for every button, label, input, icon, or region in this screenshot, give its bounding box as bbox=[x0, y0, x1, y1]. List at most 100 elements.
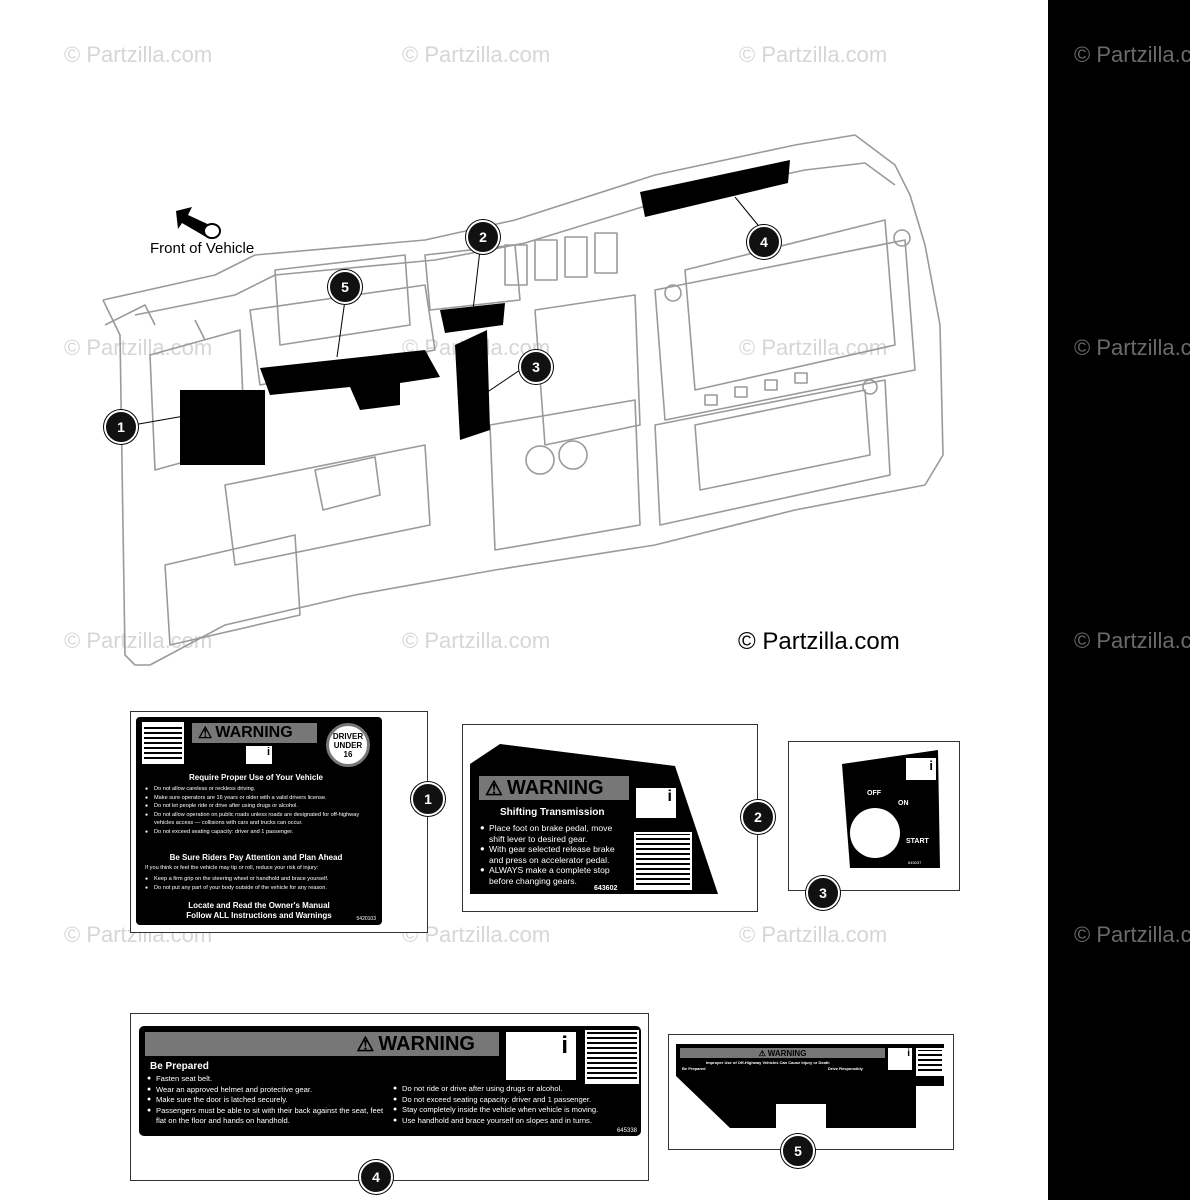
badge-line: UNDER bbox=[333, 741, 363, 750]
part-number: 645037 bbox=[908, 860, 922, 865]
decal-5-shape bbox=[260, 350, 440, 410]
list-item: Do not allow careless or reckless drivin… bbox=[145, 785, 373, 794]
label-5-left-title: Be Prepared bbox=[682, 1066, 706, 1071]
list-item: Make sure operators are 16 years or olde… bbox=[145, 794, 373, 803]
warning-triangle-icon: ⚠ bbox=[356, 1033, 375, 1056]
warning-text: WARNING bbox=[767, 1048, 807, 1058]
callout-5[interactable]: 5 bbox=[328, 270, 362, 304]
label-1-heading-2: Be Sure Riders Pay Attention and Plan Ah… bbox=[169, 853, 343, 862]
part-number: 643602 bbox=[594, 885, 618, 892]
label-4-bullets-left: Fasten seat belt. Wear an approved helme… bbox=[147, 1074, 387, 1127]
qr-code-icon bbox=[585, 1030, 639, 1084]
label-1-bullets: Do not allow careless or reckless drivin… bbox=[145, 785, 373, 836]
label-2-decal: ⚠WARNING i Shifting Transmission Place f… bbox=[470, 742, 722, 902]
badge-line: DRIVER bbox=[332, 732, 364, 741]
warning-text: WARNING bbox=[506, 776, 604, 799]
watermark: © Partzilla.com bbox=[1074, 922, 1190, 947]
label-5-decal: ⚠WARNING i Improper Use of Off-Highway V… bbox=[676, 1044, 944, 1132]
callout-4[interactable]: 4 bbox=[359, 1160, 393, 1194]
manual-icon: i bbox=[246, 746, 272, 764]
list-item: Do not allow operation on public roads u… bbox=[145, 811, 373, 828]
list-item: Do not let people ride or drive after us… bbox=[145, 802, 373, 811]
list-item: With gear selected release brake and pre… bbox=[480, 844, 630, 865]
label-1-footer: Locate and Read the Owner's Manual Follo… bbox=[136, 901, 382, 921]
part-number: 5420103 bbox=[356, 916, 376, 922]
side-band: © Partzilla.com © Partzilla.com © Partzi… bbox=[1048, 0, 1190, 1200]
callout-3[interactable]: 3 bbox=[519, 350, 553, 384]
watermark: © Partzilla.com bbox=[402, 628, 551, 653]
label-4-heading: Be Prepared bbox=[150, 1061, 209, 1072]
warning-triangle-icon: ⚠ bbox=[485, 777, 503, 800]
list-item: Keep a firm grip on the steering wheel o… bbox=[145, 875, 373, 884]
warning-banner: ⚠WARNING bbox=[479, 776, 629, 800]
label-4-decal: ⚠WARNING i Be Prepared Fasten seat belt.… bbox=[139, 1026, 641, 1136]
warning-text: WARNING bbox=[215, 724, 293, 741]
list-item: Do not ride or drive after using drugs o… bbox=[393, 1084, 633, 1095]
label-2-bullets: Place foot on brake pedal, move shift le… bbox=[480, 823, 630, 886]
footer-line: Follow ALL Instructions and Warnings bbox=[186, 911, 332, 920]
warning-banner: ⚠WARNING bbox=[680, 1048, 885, 1058]
qr-code-icon bbox=[916, 1048, 944, 1076]
list-item: Passengers must be able to sit with thei… bbox=[147, 1106, 387, 1127]
part-number: 645338 bbox=[616, 1128, 637, 1134]
list-item: Place foot on brake pedal, move shift le… bbox=[480, 823, 630, 844]
ignition-off-label: OFF bbox=[867, 790, 881, 797]
badge-line: 16 bbox=[343, 750, 353, 759]
qr-code-icon bbox=[634, 832, 692, 890]
label-1-bullets-2: Keep a firm grip on the steering wheel o… bbox=[145, 875, 373, 892]
decal-2-shape bbox=[440, 303, 505, 333]
watermark: © Partzilla.com bbox=[1074, 335, 1190, 360]
warning-triangle-icon: ⚠ bbox=[758, 1048, 766, 1058]
callout-2[interactable]: 2 bbox=[741, 800, 775, 834]
label-5-shape bbox=[676, 1044, 944, 1128]
manual-icon: i bbox=[888, 1048, 912, 1070]
warning-banner: ⚠WARNING bbox=[145, 1032, 499, 1056]
warning-triangle-icon: ⚠ bbox=[198, 725, 213, 742]
decal-1-shape bbox=[180, 390, 265, 465]
warning-banner: ⚠WARNING bbox=[192, 723, 317, 743]
callout-1[interactable]: 1 bbox=[411, 782, 445, 816]
front-of-vehicle-label: Front of Vehicle bbox=[150, 240, 255, 257]
decal-3-shape bbox=[455, 330, 490, 440]
list-item: Do not exceed seating capacity: driver a… bbox=[393, 1095, 633, 1106]
ignition-start-label: START bbox=[906, 838, 929, 845]
ignition-key-slot bbox=[850, 808, 900, 858]
watermark: © Partzilla.com bbox=[1074, 628, 1190, 653]
watermark: © Partzilla.com bbox=[1074, 42, 1190, 67]
watermark: © Partzilla.com bbox=[64, 42, 213, 67]
callout-5[interactable]: 5 bbox=[781, 1134, 815, 1168]
driver-age-badge: DRIVER UNDER 16 bbox=[326, 723, 370, 767]
label-2-heading: Shifting Transmission bbox=[500, 807, 605, 818]
copyright: © Partzilla.com bbox=[738, 628, 900, 655]
list-item: Stay completely inside the vehicle when … bbox=[393, 1105, 633, 1116]
watermark: © Partzilla.com bbox=[64, 335, 213, 360]
list-item: Wear an approved helmet and protective g… bbox=[147, 1085, 387, 1096]
manual-icon: i bbox=[506, 1032, 576, 1080]
label-1-heading: Require Proper Use of Your Vehicle bbox=[189, 773, 323, 782]
ignition-on-label: ON bbox=[898, 800, 909, 807]
footer-line: Locate and Read the Owner's Manual bbox=[188, 901, 330, 910]
list-item: Do not exceed seating capacity: driver a… bbox=[145, 828, 373, 837]
label-1-decal: ⚠WARNING i DRIVER UNDER 16 Require Prope… bbox=[136, 717, 382, 925]
callout-4[interactable]: 4 bbox=[747, 225, 781, 259]
callout-2[interactable]: 2 bbox=[466, 220, 500, 254]
watermark: © Partzilla.com bbox=[402, 42, 551, 67]
label-5-heading: Improper Use of Off-Highway Vehicles Can… bbox=[706, 1060, 830, 1065]
watermark: © Partzilla.com bbox=[739, 335, 888, 360]
list-item: Do not put any part of your body outside… bbox=[145, 884, 373, 893]
watermark: © Partzilla.com bbox=[739, 922, 888, 947]
label-3-decal: i OFF ON START 645037 bbox=[842, 750, 942, 870]
label-5-right-title: Drive Responsibly bbox=[828, 1066, 863, 1071]
list-item: Fasten seat belt. bbox=[147, 1074, 387, 1085]
manual-icon: i bbox=[906, 758, 936, 780]
label-4-bullets-right: Do not ride or drive after using drugs o… bbox=[393, 1084, 633, 1126]
front-arrow-icon bbox=[176, 207, 221, 239]
watermark: © Partzilla.com bbox=[739, 42, 888, 67]
label-1-line: If you think or feel the vehicle may tip… bbox=[145, 865, 319, 871]
callout-1[interactable]: 1 bbox=[104, 410, 138, 444]
decal-4-shape bbox=[640, 160, 790, 217]
qr-code-icon bbox=[142, 722, 184, 764]
dashboard-drawing bbox=[102, 134, 944, 666]
callout-3[interactable]: 3 bbox=[806, 876, 840, 910]
manual-icon: i bbox=[636, 788, 676, 818]
